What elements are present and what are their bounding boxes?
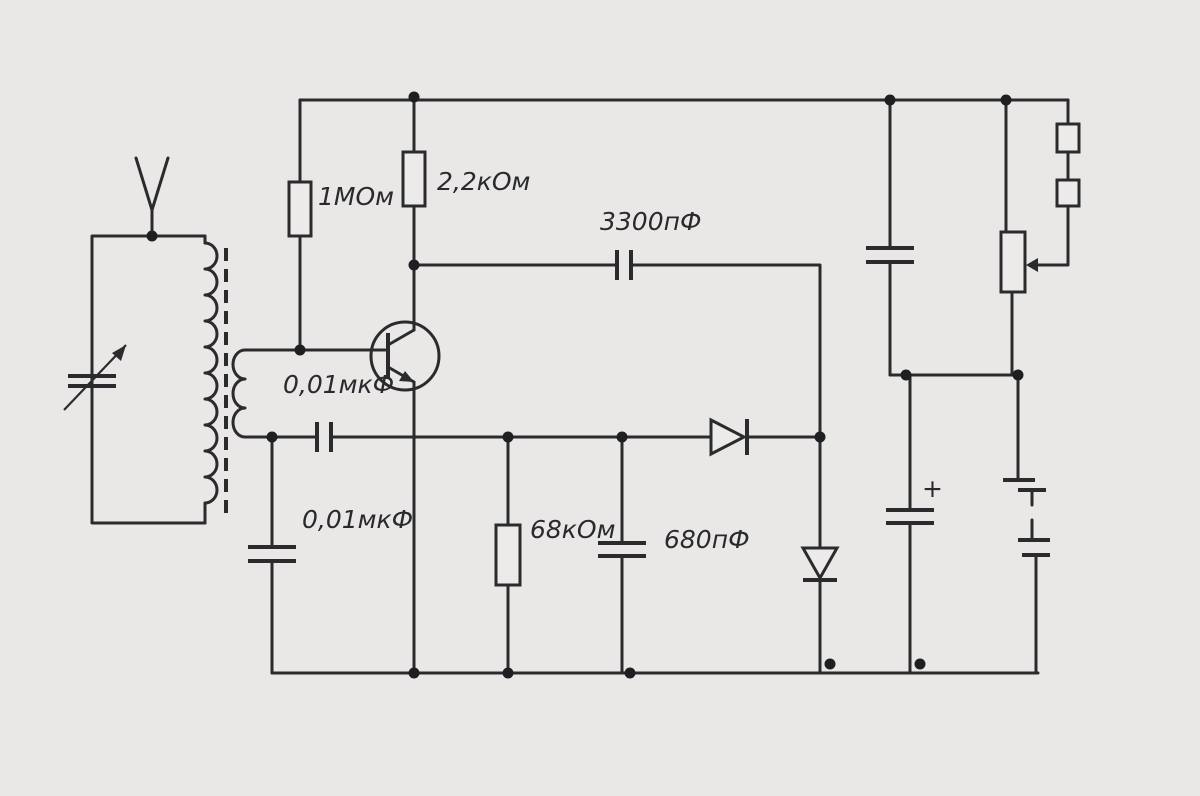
wire-pot-column — [1004, 98, 1014, 377]
transistor-envelope — [369, 320, 441, 392]
main-coil-icon — [203, 241, 219, 505]
resistor-2-2k — [401, 150, 427, 208]
label-c-coupling-top: 3300пФ — [600, 207, 702, 236]
headphone-left-icon — [1055, 122, 1081, 154]
wiper-arrow-icon — [1026, 258, 1038, 272]
capacitor-input — [315, 422, 333, 452]
wire-right-caps — [888, 98, 912, 675]
ferrite-coil — [203, 234, 247, 525]
arrowhead-icon — [112, 345, 126, 361]
junctions — [146, 91, 1024, 679]
wire-collector-coupling — [412, 263, 822, 562]
junction-dot — [408, 667, 420, 679]
junction-dot — [408, 91, 420, 103]
potentiometer — [999, 230, 1027, 294]
junction-dot — [294, 344, 306, 356]
antenna-icon — [134, 156, 170, 212]
junction-dot — [502, 667, 514, 679]
label-r-collector: 2,2кОм — [437, 167, 530, 196]
label-c-filter: 680пФ — [664, 525, 750, 554]
junction-dot — [1000, 94, 1012, 106]
label-r-load: 68кОм — [530, 515, 615, 544]
variable-capacitor-plates — [68, 374, 116, 388]
label-c-emitter: 0,01мкФ — [302, 505, 413, 534]
junction-dot — [616, 431, 628, 443]
resistor-68k — [494, 523, 522, 587]
junction-dot — [900, 369, 912, 381]
diode-series-icon — [709, 417, 748, 457]
junction-dot — [824, 658, 836, 670]
emitter-arrow-icon — [399, 371, 414, 382]
capacitor-3300p — [615, 250, 633, 280]
junction-dot — [884, 94, 896, 106]
junction-dot — [502, 431, 514, 443]
label-r-base: 1МОм — [318, 182, 394, 211]
wire-battery — [1016, 373, 1038, 675]
headphone-right-icon — [1055, 178, 1081, 208]
label-c-input: 0,01мкФ — [283, 370, 394, 399]
coupling-coil-icon — [231, 348, 247, 439]
capacitor-electrolytic — [886, 508, 934, 525]
diode-shunt — [800, 546, 840, 582]
capacitor-rf-bypass — [866, 246, 914, 264]
diode-shunt-icon — [800, 546, 840, 582]
wire-headphones — [1028, 98, 1070, 267]
variable-capacitor — [63, 344, 127, 411]
capacitor-emitter — [248, 545, 296, 563]
junction-dot — [266, 431, 278, 443]
wire-antenna-tank — [90, 208, 207, 525]
junction-dot — [408, 259, 420, 271]
transistor — [369, 320, 441, 392]
resistor-1m — [287, 180, 313, 238]
junction-dot — [1012, 369, 1024, 381]
wires — [90, 98, 1070, 675]
junction-dot — [914, 658, 926, 670]
diode-series — [709, 417, 749, 457]
junction-dot — [146, 230, 158, 242]
battery — [1003, 478, 1050, 557]
junction-dot — [624, 667, 636, 679]
capacitor-680p — [598, 541, 646, 558]
label-battery-polarity: + — [922, 474, 943, 503]
junction-dot — [814, 431, 826, 443]
